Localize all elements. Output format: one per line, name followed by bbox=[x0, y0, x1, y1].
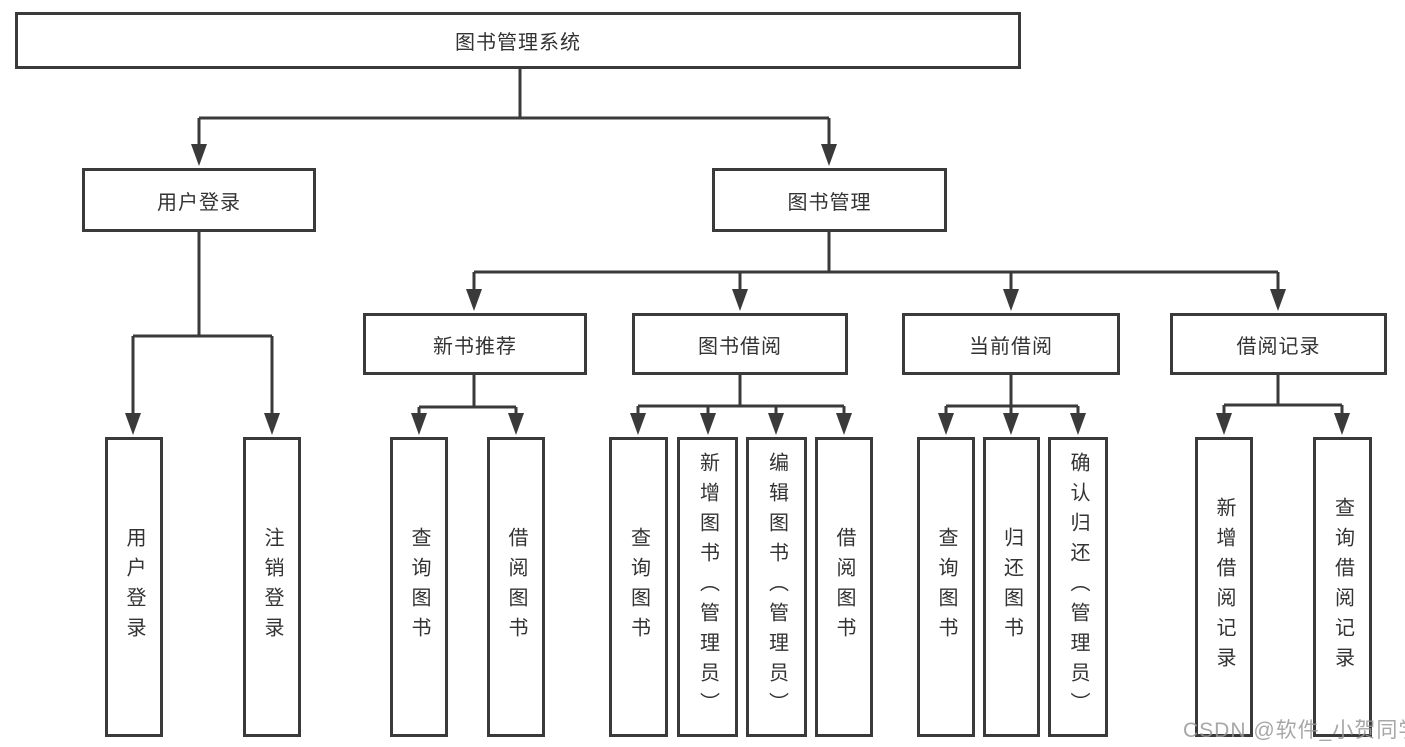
leaf-query-books-current: 查询图书 bbox=[917, 437, 975, 737]
node-borrowing-records-label: 借阅记录 bbox=[1236, 335, 1321, 358]
node-book-borrowing-label: 图书借阅 bbox=[698, 335, 782, 358]
leaf-user-login: 用户登录 bbox=[105, 437, 163, 737]
node-book-borrowing: 图书借阅 bbox=[632, 313, 848, 375]
leaf-confirm-return-admin: 确认归还（管理员） bbox=[1048, 437, 1108, 737]
leaf-query-books-recommend: 查询图书 bbox=[390, 437, 448, 737]
leaf-user-login-label: 用户登录 bbox=[123, 527, 145, 647]
node-library-system-label: 图书管理系统 bbox=[455, 32, 581, 54]
leaf-borrow-books-recommend-label: 借阅图书 bbox=[505, 527, 527, 647]
leaf-add-books-admin-label: 新增图书（管理员） bbox=[696, 452, 719, 722]
leaf-query-books-borrow-label: 查询图书 bbox=[627, 527, 650, 647]
leaf-borrow-books-recommend: 借阅图书 bbox=[487, 437, 545, 737]
leaf-query-borrow-record: 查询借阅记录 bbox=[1313, 437, 1372, 737]
node-current-borrowing: 当前借阅 bbox=[902, 313, 1120, 375]
leaf-query-books-current-label: 查询图书 bbox=[935, 527, 957, 647]
leaf-return-books-label: 归还图书 bbox=[1000, 527, 1023, 647]
leaf-add-borrow-record-label: 新增借阅记录 bbox=[1213, 497, 1235, 677]
node-library-system: 图书管理系统 bbox=[15, 12, 1021, 69]
leaf-add-books-admin: 新增图书（管理员） bbox=[677, 437, 738, 737]
leaf-add-borrow-record: 新增借阅记录 bbox=[1195, 437, 1253, 737]
csdn-watermark: CSDN @软件_小贺同学 bbox=[1183, 719, 1405, 742]
leaf-edit-books-admin-label: 编辑图书（管理员） bbox=[765, 452, 788, 722]
node-new-book-recommend-label: 新书推荐 bbox=[433, 335, 517, 358]
node-borrowing-records: 借阅记录 bbox=[1170, 313, 1387, 375]
leaf-borrow-books: 借阅图书 bbox=[815, 437, 873, 737]
node-book-management-label: 图书管理 bbox=[787, 191, 872, 214]
leaf-query-borrow-record-label: 查询借阅记录 bbox=[1331, 497, 1354, 677]
leaf-confirm-return-admin-label: 确认归还（管理员） bbox=[1067, 452, 1089, 722]
node-user-login: 用户登录 bbox=[82, 168, 316, 232]
leaf-edit-books-admin: 编辑图书（管理员） bbox=[746, 437, 807, 737]
node-user-login-label: 用户登录 bbox=[157, 191, 241, 214]
leaf-borrow-books-label: 借阅图书 bbox=[833, 527, 855, 647]
leaf-logout: 注销登录 bbox=[243, 437, 301, 737]
arrowheads bbox=[125, 144, 1350, 435]
leaf-query-books-borrow: 查询图书 bbox=[609, 437, 668, 737]
node-new-book-recommend: 新书推荐 bbox=[363, 313, 587, 375]
leaf-return-books: 归还图书 bbox=[983, 437, 1040, 737]
leaf-logout-label: 注销登录 bbox=[261, 527, 283, 647]
node-current-borrowing-label: 当前借阅 bbox=[969, 335, 1053, 358]
leaf-query-books-recommend-label: 查询图书 bbox=[408, 527, 430, 647]
node-book-management: 图书管理 bbox=[712, 168, 947, 232]
